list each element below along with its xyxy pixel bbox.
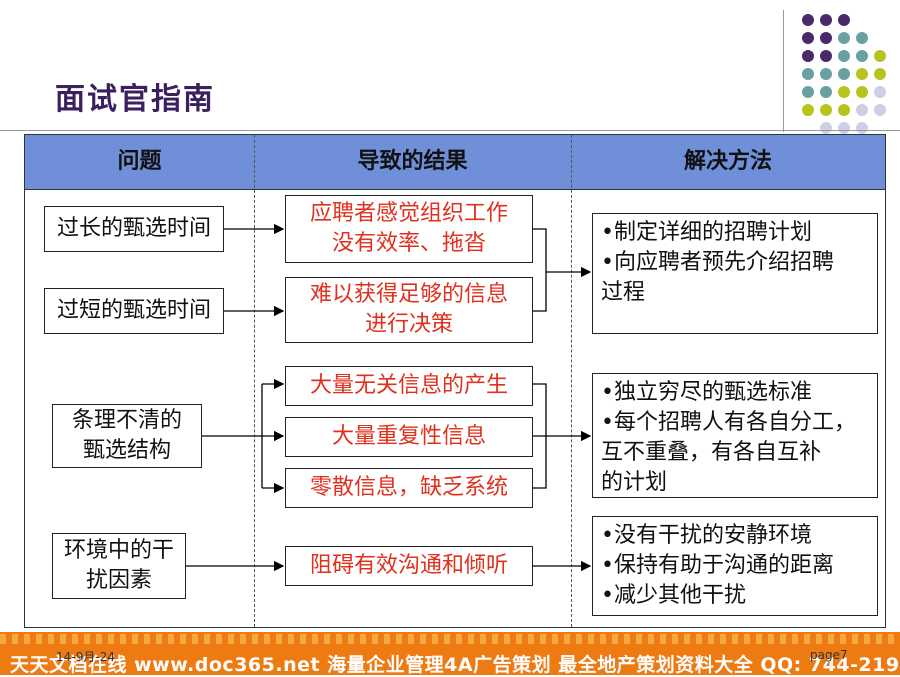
problem-text: 过长的甄选时间: [56, 216, 211, 241]
column-divider: [254, 135, 255, 627]
solution-line: 过程: [601, 280, 646, 305]
result-box: 应聘者感觉组织工作 没有效率、拖沓: [285, 195, 533, 263]
result-box: 大量无关信息的产生: [285, 366, 533, 406]
dot-pattern: [802, 14, 886, 134]
solution-line: •每个招聘人有各自分工，: [601, 410, 856, 435]
result-text-line: 应聘者感觉组织工作: [309, 201, 508, 226]
result-box: 大量重复性信息: [285, 417, 533, 457]
problem-box: 过短的甄选时间: [44, 288, 224, 334]
slide-date: 14-9月-24: [56, 650, 115, 664]
header-problem: 问题: [117, 149, 162, 174]
problem-box: 条理不清的 甄选结构: [52, 404, 202, 468]
table-header: 问题 导致的结果 解决方法: [25, 135, 885, 190]
solution-box: •独立穷尽的甄选标准 •每个招聘人有各自分工， 互不重叠，有各自互补 的计划: [592, 373, 878, 498]
decorative-vertical-line: [783, 10, 784, 132]
solution-box: •制定详细的招聘计划 •向应聘者预先介绍招聘 过程: [592, 213, 878, 334]
result-box: 零散信息，缺乏系统: [285, 468, 533, 508]
title-divider: [0, 130, 900, 131]
solution-line: •保持有助于沟通的距离: [601, 553, 834, 578]
solution-line: •独立穷尽的甄选标准: [601, 380, 812, 405]
result-text: 阻碍有效沟通和倾听: [309, 553, 508, 578]
result-box: 阻碍有效沟通和倾听: [285, 546, 533, 586]
solution-line: •向应聘者预先介绍招聘: [601, 250, 834, 275]
column-divider: [571, 135, 572, 627]
problem-text-line: 甄选结构: [82, 438, 171, 463]
solution-line: •没有干扰的安静环境: [601, 523, 812, 548]
header-solution: 解决方法: [683, 149, 772, 174]
solution-line: 的计划: [601, 470, 668, 495]
solution-box: •没有干扰的安静环境 •保持有助于沟通的距离 •减少其他干扰: [592, 516, 878, 616]
solution-line: 互不重叠，有各自互补: [601, 440, 822, 465]
page-title: 面试官指南: [55, 82, 215, 117]
result-text: 零散信息，缺乏系统: [309, 475, 508, 500]
problem-text: 过短的甄选时间: [56, 298, 211, 323]
result-text: 大量无关信息的产生: [309, 373, 508, 398]
problem-text-line: 扰因素: [85, 568, 152, 593]
footer-banner-text: 天天文档在线 www.doc365.net 海量企业管理4A广告策划 最全地产策…: [10, 654, 900, 676]
result-text: 大量重复性信息: [331, 424, 486, 449]
result-box: 难以获得足够的信息 进行决策: [285, 277, 533, 343]
header-result: 导致的结果: [357, 149, 468, 174]
problem-box: 环境中的干 扰因素: [52, 533, 186, 599]
result-text-line: 进行决策: [364, 312, 453, 337]
problem-text-line: 条理不清的: [71, 408, 182, 433]
page-number: page7: [810, 648, 848, 662]
problem-text-line: 环境中的干: [63, 538, 174, 563]
result-text-line: 难以获得足够的信息: [309, 282, 508, 307]
problem-box: 过长的甄选时间: [44, 206, 224, 252]
guide-table: 问题 导致的结果 解决方法: [24, 134, 886, 628]
solution-line: •减少其他干扰: [601, 583, 746, 608]
footer-pattern: [0, 634, 900, 644]
result-text-line: 没有效率、拖沓: [331, 231, 486, 256]
decorative-dot-grid: [802, 14, 886, 134]
solution-line: •制定详细的招聘计划: [601, 220, 812, 245]
